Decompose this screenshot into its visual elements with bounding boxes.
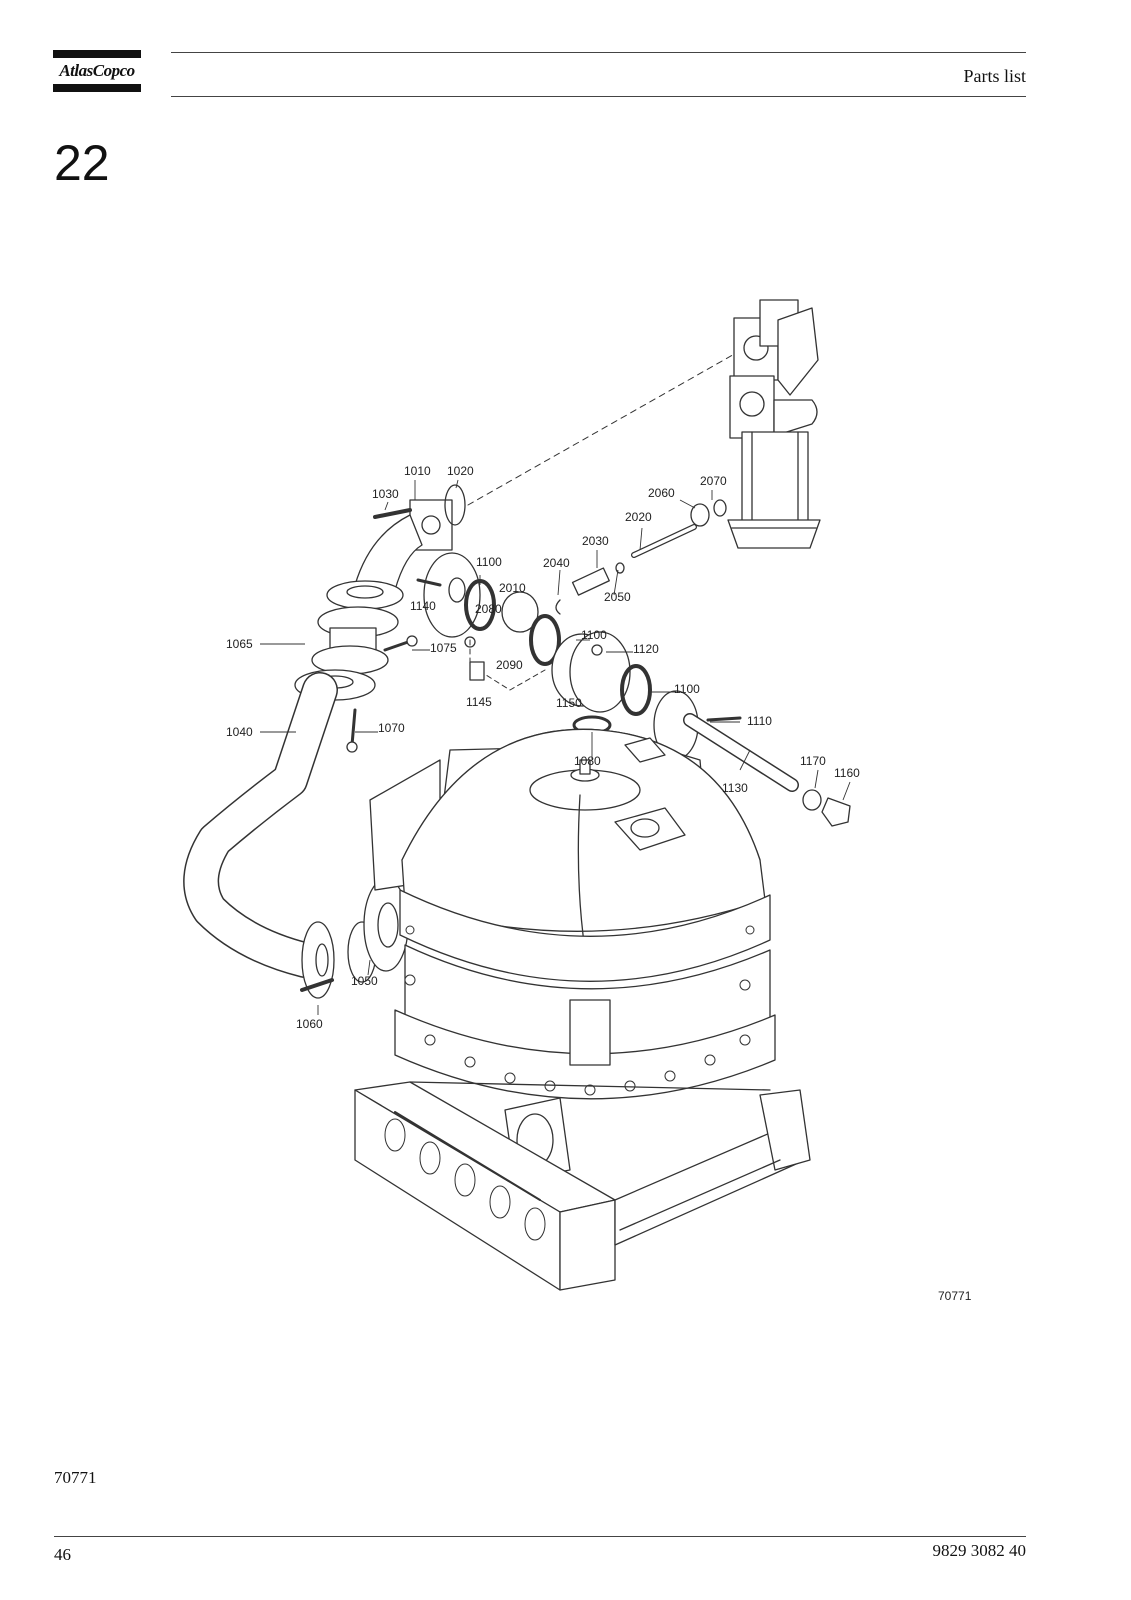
callout-1010: 1010 bbox=[404, 464, 431, 478]
callout-1100-a: 1100 bbox=[476, 555, 502, 569]
callout-1075: 1075 bbox=[430, 641, 457, 655]
footer-rule bbox=[54, 1536, 1026, 1537]
drawing-code: 70771 bbox=[938, 1289, 972, 1303]
callout-1020: 1020 bbox=[447, 464, 474, 478]
header-rule-bottom bbox=[171, 96, 1026, 97]
callout-1030: 1030 bbox=[372, 487, 399, 501]
logo-bar-bottom bbox=[53, 84, 141, 92]
callout-2010: 2010 bbox=[499, 581, 526, 595]
callout-1100-c: 1100 bbox=[674, 682, 700, 696]
figure-code: 70771 bbox=[54, 1468, 97, 1487]
callout-1070: 1070 bbox=[378, 721, 405, 735]
atlas-copco-logo: AtlasCopco bbox=[53, 50, 141, 92]
callout-2050: 2050 bbox=[604, 590, 631, 604]
callout-2060: 2060 bbox=[648, 486, 675, 500]
callout-1150: 1150 bbox=[556, 696, 582, 710]
callout-1160: 1160 bbox=[834, 766, 860, 780]
callout-2080: 2080 bbox=[475, 602, 502, 616]
page-number: 46 bbox=[54, 1545, 71, 1564]
callout-1120: 1120 bbox=[633, 642, 659, 656]
callout-1130: 1130 bbox=[722, 781, 748, 795]
callout-2090: 2090 bbox=[496, 658, 523, 672]
callout-1040: 1040 bbox=[226, 725, 253, 739]
callout-1145: 1145 bbox=[466, 695, 492, 709]
callout-2030: 2030 bbox=[582, 534, 609, 548]
callout-1060: 1060 bbox=[296, 1017, 323, 1031]
callout-2020: 2020 bbox=[625, 510, 652, 524]
logo-wordmark: AtlasCopco bbox=[59, 61, 135, 80]
callout-1080: 1080 bbox=[574, 754, 601, 768]
callout-1110: 1110 bbox=[747, 714, 772, 728]
callout-1065: 1065 bbox=[226, 637, 253, 651]
logo-bar-top bbox=[53, 50, 141, 58]
header-title: Parts list bbox=[963, 66, 1026, 86]
callout-1100-b: 1100 bbox=[581, 628, 607, 642]
header-rule-top bbox=[171, 52, 1026, 53]
section-number: 22 bbox=[54, 135, 110, 191]
document-number: 9829 3082 40 bbox=[932, 1541, 1027, 1560]
callout-2040: 2040 bbox=[543, 556, 570, 570]
callout-1170: 1170 bbox=[800, 754, 826, 768]
callout-1050: 1050 bbox=[351, 974, 378, 988]
callout-2070: 2070 bbox=[700, 474, 727, 488]
callout-1140: 1140 bbox=[410, 599, 436, 613]
callout-labels: 1010 1020 1030 2070 2060 2020 2030 2040 … bbox=[226, 464, 972, 1303]
